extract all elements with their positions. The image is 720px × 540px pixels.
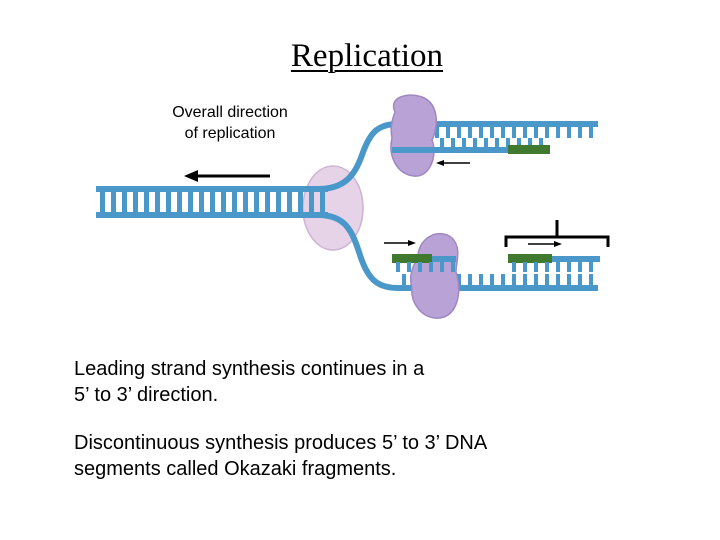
base-pair-rung [512, 274, 516, 286]
base-pair-rung [468, 126, 472, 138]
base-pair-rung [243, 192, 248, 212]
base-pair-rung [210, 192, 215, 212]
base-pair-rung [479, 274, 483, 286]
lagging-synthesis-arrow-2 [528, 241, 562, 247]
base-pair-rung [523, 262, 527, 272]
base-pair-rung [320, 192, 325, 212]
base-pair-rung [545, 126, 549, 138]
base-pair-rung [490, 274, 494, 286]
base-pair-rung [100, 192, 105, 212]
base-pair-rung [556, 262, 560, 272]
discontinuous-paragraph: Discontinuous synthesis produces 5’ to 3… [74, 430, 674, 482]
base-pair-rung [111, 192, 116, 212]
base-pair-rung [435, 126, 439, 138]
base-pair-rung [429, 262, 433, 272]
base-pair-rung [188, 192, 193, 212]
base-pair-rung [512, 262, 516, 272]
leading-synthesis-arrow [436, 160, 470, 166]
base-pair-rung [545, 262, 549, 272]
base-pair-rung [479, 126, 483, 138]
leading-strand-paragraph: Leading strand synthesis continues in a … [74, 356, 674, 408]
base-pair-rung [589, 262, 593, 272]
base-pair-rung [567, 126, 571, 138]
lower-template-strand [317, 212, 598, 291]
overall-direction-label: Overall direction of replication [150, 102, 310, 144]
base-pair-rung [512, 126, 516, 138]
base-pair-rung [589, 126, 593, 138]
okazaki-fragments [392, 254, 600, 263]
base-pair-rung [451, 138, 455, 147]
upper-template-strand [317, 121, 598, 192]
base-pair-rung [309, 192, 314, 212]
base-pair-rung [501, 126, 505, 138]
base-pair-rung [556, 126, 560, 138]
base-pair-rung [144, 192, 149, 212]
overall-direction-arrow [184, 170, 270, 182]
base-pair-rung [534, 126, 538, 138]
base-pair-rung [451, 262, 455, 272]
dna-polymerase-lower [409, 233, 460, 319]
base-pair-rung [578, 262, 582, 272]
base-pair-rung [276, 192, 281, 212]
paragraph-1-line-2: 5’ to 3’ direction. [74, 384, 219, 406]
page-title: Replication [290, 38, 444, 74]
base-pair-rung [484, 138, 488, 147]
base-pair-rung [457, 274, 461, 286]
base-pair-rung [446, 126, 450, 138]
paragraph-2-line-1: Discontinuous synthesis produces 5’ to 3… [74, 432, 488, 454]
leading-strand [392, 145, 550, 154]
base-pair-rung [155, 192, 160, 212]
direction-label-line-1: Overall direction [172, 104, 288, 121]
base-pair-rung [567, 274, 571, 286]
base-pair-rung [122, 192, 127, 212]
base-pair-rung [298, 192, 303, 212]
paragraph-1-line-1: Leading strand synthesis continues in a [74, 358, 425, 380]
fragment-bracket [504, 220, 610, 247]
base-pair-rung [506, 138, 510, 147]
base-pair-rung [407, 262, 411, 272]
base-pair-rung [523, 126, 527, 138]
base-pair-rung [221, 192, 226, 212]
paragraph-2-line-2: segments called Okazaki fragments. [74, 458, 397, 480]
base-pair-rung [556, 274, 560, 286]
base-pair-rung [418, 262, 422, 272]
base-pair-rung [177, 192, 182, 212]
parental-dna [96, 186, 328, 218]
base-pair-rung [473, 138, 477, 147]
base-pair-rung [523, 274, 527, 286]
base-pair-rung [457, 126, 461, 138]
base-pair-rung [396, 262, 400, 272]
base-pair-rung [534, 274, 538, 286]
base-pair-rung [490, 126, 494, 138]
lagging-synthesis-arrow-1 [384, 240, 416, 246]
base-pair-rung [133, 192, 138, 212]
base-pair-rung [578, 126, 582, 138]
base-pair-rung [495, 138, 499, 147]
base-pair-rung [402, 274, 406, 286]
base-pair-rung [528, 138, 532, 147]
base-pair-rung [578, 274, 582, 286]
base-pair-rung [232, 192, 237, 212]
base-pair-rung [462, 138, 466, 147]
base-pair-rung [166, 192, 171, 212]
direction-label-line-2: of replication [184, 125, 276, 142]
base-pair-rung [440, 138, 444, 147]
base-pair-rung [517, 138, 521, 147]
base-pair-rung [539, 138, 543, 147]
base-pair-rung [254, 192, 259, 212]
base-pair-rung [589, 274, 593, 286]
base-pair-rung [265, 192, 270, 212]
dna-polymerase-upper [390, 94, 437, 177]
base-pair-rung [501, 274, 505, 286]
base-pair-rung [440, 262, 444, 272]
base-pair-rung [545, 274, 549, 286]
base-pair-rung [567, 262, 571, 272]
base-pair-rung [534, 262, 538, 272]
base-pair-rung [199, 192, 204, 212]
base-pair-rung [287, 192, 292, 212]
base-pair-rung [468, 274, 472, 286]
